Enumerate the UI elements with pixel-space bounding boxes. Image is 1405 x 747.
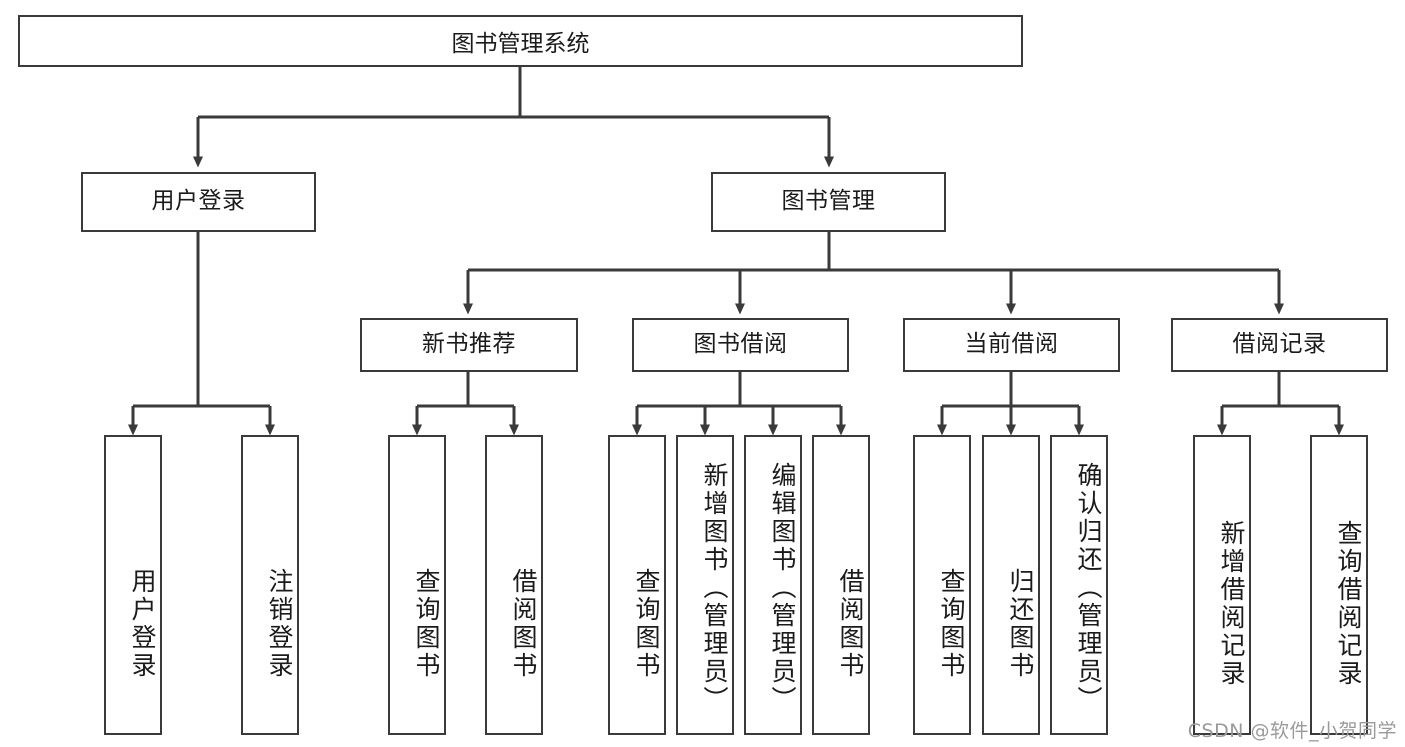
node-new-book-recommend[interactable]: 新书推荐 [360, 318, 578, 372]
leaf-borrow-book[interactable]: 借阅图书 [812, 435, 870, 735]
leaf-logout-login[interactable]: 注销登录 [241, 435, 299, 735]
node-label: 查询图书 [412, 568, 441, 680]
leaf-user-login[interactable]: 用户登录 [104, 435, 162, 735]
node-label: 确认归还（管理员） [1074, 462, 1103, 714]
node-label: 借阅记录 [1232, 331, 1327, 358]
node-label: 新增图书（管理员） [700, 462, 729, 714]
node-label: 查询图书 [632, 568, 661, 680]
node-label: 查询借阅记录 [1334, 520, 1363, 688]
node-label: 编辑图书（管理员） [768, 462, 797, 714]
node-current-borrow[interactable]: 当前借阅 [903, 318, 1120, 372]
node-label: 查询图书 [937, 568, 966, 680]
node-label: 用户登录 [151, 188, 246, 215]
node-label: 借阅图书 [836, 568, 865, 680]
leaf-query-book-borrow[interactable]: 查询图书 [608, 435, 666, 735]
node-label: 新书推荐 [422, 331, 516, 358]
node-borrow-record[interactable]: 借阅记录 [1171, 318, 1388, 372]
node-user-login[interactable]: 用户登录 [81, 172, 316, 232]
leaf-confirm-return-admin[interactable]: 确认归还（管理员） [1050, 435, 1108, 735]
node-label: 图书借阅 [693, 331, 788, 358]
node-book-borrow[interactable]: 图书借阅 [632, 318, 849, 372]
leaf-return-book[interactable]: 归还图书 [982, 435, 1040, 735]
node-label: 用户登录 [128, 568, 157, 680]
leaf-query-borrow-record[interactable]: 查询借阅记录 [1310, 435, 1368, 735]
node-label: 当前借阅 [964, 331, 1059, 358]
leaf-query-book-current[interactable]: 查询图书 [913, 435, 971, 735]
leaf-query-book-recommend[interactable]: 查询图书 [388, 435, 446, 735]
leaf-edit-book-admin[interactable]: 编辑图书（管理员） [744, 435, 802, 735]
node-book-manage[interactable]: 图书管理 [711, 172, 946, 232]
node-label: 图书管理 [781, 188, 876, 215]
leaf-add-book-admin[interactable]: 新增图书（管理员） [676, 435, 734, 735]
node-label: 注销登录 [265, 568, 294, 680]
node-label: 借阅图书 [509, 568, 538, 680]
csdn-watermark: CSDN @软件_小贺同学 [1187, 720, 1397, 742]
leaf-add-borrow-record[interactable]: 新增借阅记录 [1193, 435, 1251, 735]
node-label: 新增借阅记录 [1217, 520, 1246, 688]
leaf-borrow-book-recommend[interactable]: 借阅图书 [485, 435, 543, 735]
node-label: 归还图书 [1006, 568, 1035, 680]
node-label: 图书管理系统 [451, 31, 590, 57]
node-root-system[interactable]: 图书管理系统 [18, 15, 1023, 67]
